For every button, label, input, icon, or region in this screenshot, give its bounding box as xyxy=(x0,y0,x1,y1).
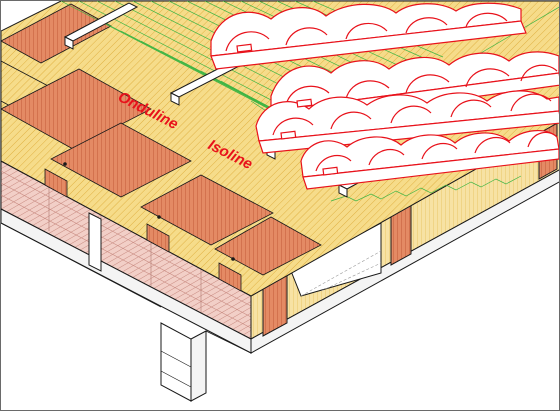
soffit-outline xyxy=(1,222,252,354)
roof-tiles xyxy=(210,2,559,190)
rafters xyxy=(1,3,322,292)
support-post xyxy=(160,322,207,402)
eave-side-face xyxy=(250,120,559,354)
